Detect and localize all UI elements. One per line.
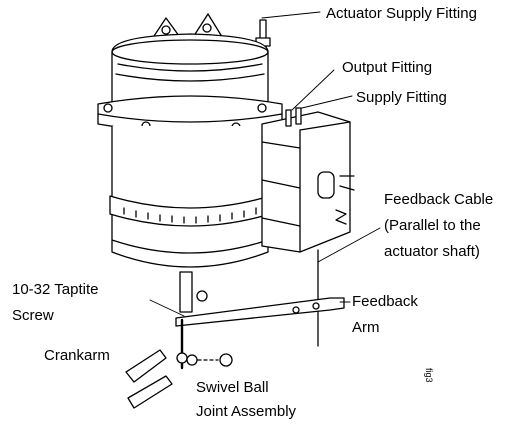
taptite-screw-label-1: 10-32 Taptite — [12, 281, 99, 298]
output-supply-fittings — [285, 107, 302, 127]
feedback-arm-label-2: Arm — [352, 319, 380, 336]
output-fitting-label: Output Fitting — [342, 59, 433, 76]
feedback-cable-note-2: actuator shaft) — [384, 243, 480, 260]
feedback-cable-note-1: (Parallel to the — [384, 217, 481, 234]
actuator-shaft — [179, 271, 208, 313]
actuator-supply-fitting-label: Actuator Supply Fitting — [326, 5, 477, 22]
crankarm — [125, 318, 188, 409]
taptite-screw-label-2: Screw — [12, 307, 54, 324]
swivel-ball-joint — [186, 353, 233, 367]
feedback-cable-label: Feedback Cable — [384, 191, 494, 208]
figure-id: fig3 — [424, 368, 434, 383]
swivel-ball-label-1: Swivel Ball — [196, 379, 269, 396]
feedback-arm-label-1: Feedback — [352, 293, 418, 310]
supply-fitting-label: Supply Fitting — [356, 89, 447, 106]
actuator-body — [109, 125, 271, 268]
actuator-top-dome — [111, 33, 269, 103]
feedback-arm — [175, 297, 345, 327]
positioner-housing — [261, 111, 355, 253]
crankarm-label: Crankarm — [44, 347, 110, 364]
swivel-ball-label-2: Joint Assembly — [196, 403, 297, 420]
leader-lines — [149, 11, 381, 317]
